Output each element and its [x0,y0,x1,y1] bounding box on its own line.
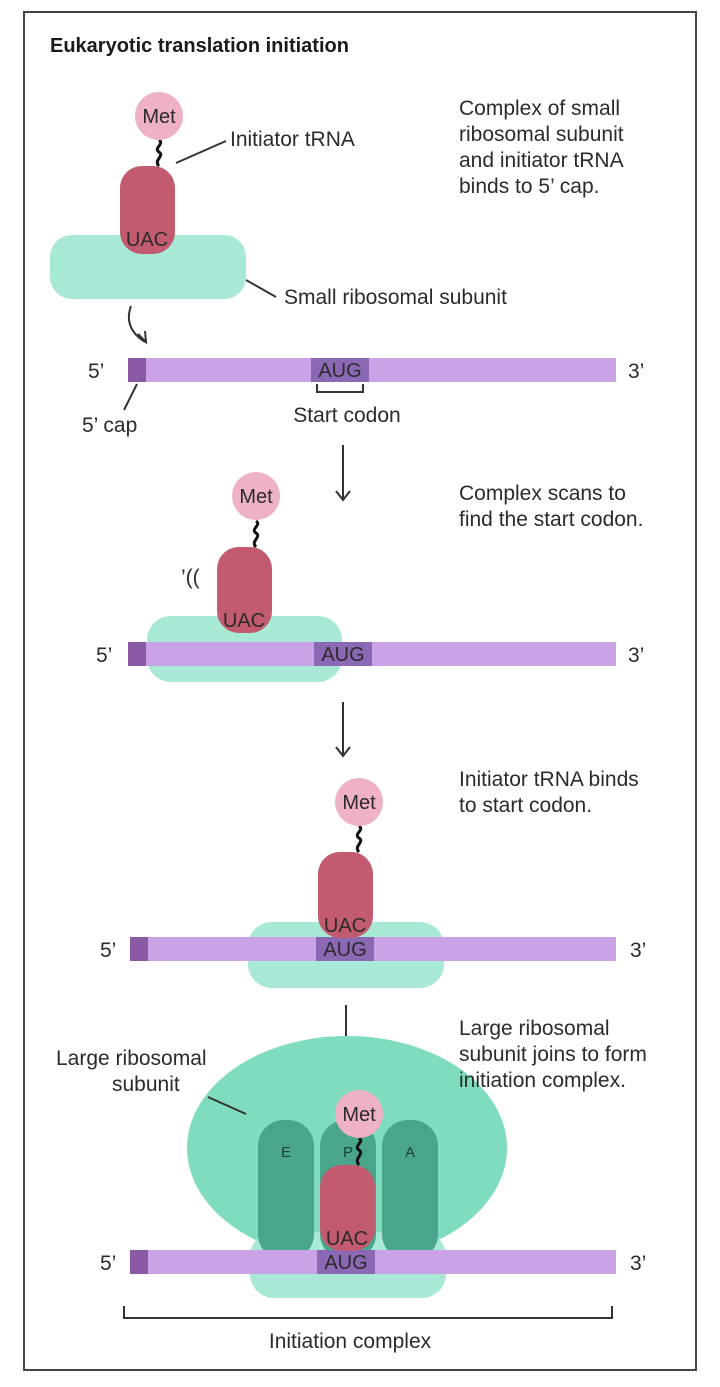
start-codon-box [311,358,369,382]
small-subunit-label: Small ribosomal subunit [284,286,507,309]
five-prime-label: 5’ [88,360,104,383]
start-codon-box [314,642,372,666]
step-1-description: Complex of small ribosomal subunit and i… [459,97,629,198]
anticodon-label: UAC [324,915,366,937]
step-2-description: Complex scans to find the start codon. [459,482,643,531]
five-cap-leader [123,383,138,411]
large-subunit-leader [207,1096,247,1115]
met-label: Met [342,1104,376,1126]
small-ribosomal-subunit [50,235,246,299]
met-label: Met [342,792,376,814]
page-title: Eukaryotic translation initiation [50,35,349,57]
met-circle [335,778,383,826]
codon-label: AUG [318,360,361,382]
site-e [258,1120,314,1260]
start-codon-label: Start codon [293,404,400,427]
met-circle [232,472,280,520]
five-prime-cap [128,358,146,382]
initiator-trna [320,1165,375,1251]
initiation-complex-label: Initiation complex [269,1330,432,1353]
step-4: E P A AUG UAC Met Large ribosomal subuni… [56,1017,653,1353]
five-prime-cap [128,642,146,666]
met-label: Met [142,106,176,128]
trna-tether [155,138,163,168]
initiator-trna [120,166,175,254]
initiator-trna [318,852,373,938]
met-circle [335,1090,383,1138]
met-circle [135,92,183,140]
initiator-trna [217,547,272,633]
three-prime-label: 3’ [630,939,646,962]
anticodon-label: UAC [126,229,168,251]
five-prime-cap [130,937,148,961]
scan-motion-marks: ’(( [181,566,200,589]
trna-tether [252,519,260,549]
start-codon-bracket [316,384,364,393]
anticodon-label: UAC [326,1228,368,1250]
met-label: Met [239,486,273,508]
step-1: UAC Met Initiator tRNA Small ribosomal s… [50,92,644,437]
three-prime-label: 3’ [628,360,644,383]
trna-tether [355,824,363,854]
binding-arrow [127,305,146,343]
five-prime-label: 5’ [100,939,116,962]
five-cap-label: 5’ cap [82,414,137,437]
five-prime-label: 5’ [100,1252,116,1275]
site-e-label: E [281,1144,291,1161]
initiator-trna-label: Initiator tRNA [230,128,355,151]
step-arrow-1 [335,445,351,502]
anticodon-label: UAC [223,610,265,632]
down-arrow-icon [335,490,351,502]
step-3: AUG UAC Met 5’ 3’ Initiator tRNA binds t… [100,768,646,988]
step-arrow-2 [335,702,351,758]
initiation-complex-bracket [123,1306,613,1319]
step-4-description: Large ribosomal subunit joins to form in… [459,1017,653,1092]
site-a [382,1120,438,1260]
three-prime-label: 3’ [630,1252,646,1275]
start-codon-box [317,1250,375,1274]
site-p-label: P [343,1144,353,1161]
initiator-trna-leader [175,140,227,164]
small-subunit-leader [245,279,277,298]
start-codon-box [316,937,374,961]
trna-tether [355,1136,363,1166]
binding-arrowhead-icon [137,330,148,345]
site-a-label: A [405,1144,415,1161]
step-3-description: Initiator tRNA binds to start codon. [459,768,645,817]
three-prime-label: 3’ [628,644,644,667]
codon-label: AUG [324,1252,367,1274]
five-prime-cap [130,1250,148,1274]
large-subunit-label: Large ribosomal subunit [56,1047,212,1096]
mrna-strand [128,358,616,382]
down-arrow-icon [335,746,351,758]
five-prime-label: 5’ [96,644,112,667]
step-2: AUG UAC Met ’(( 5’ 3’ Complex scans to f… [96,472,644,682]
codon-label: AUG [323,939,366,961]
codon-label: AUG [321,644,364,666]
